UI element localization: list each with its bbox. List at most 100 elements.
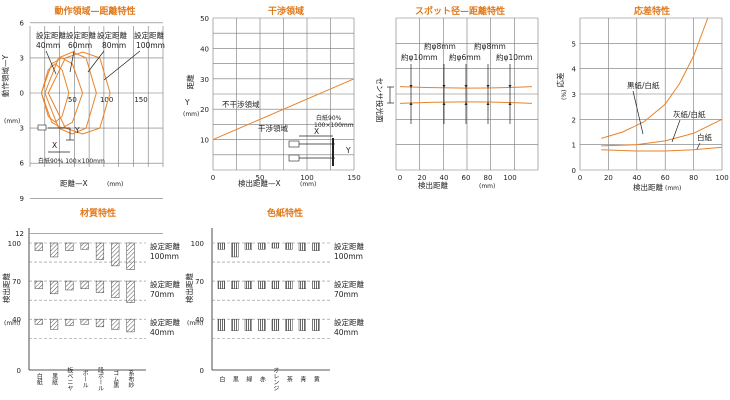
chart3-xtick: 60 [462, 174, 471, 182]
chart3-xunit: (mm) [479, 183, 495, 190]
chart5-bar [50, 318, 59, 330]
chart5-bar [95, 318, 105, 328]
chart1-inset-y: Y [74, 126, 80, 135]
chart6-bar [217, 280, 225, 289]
chart5-ylabel: 検出距離 [1, 273, 11, 303]
chart1-ytick: 3 [20, 125, 24, 133]
chart3-xtick: 80 [484, 174, 493, 182]
chart6-bar [271, 318, 279, 331]
chart-material: 材質特性 10070400白紙黒紙板ベニヤボール段ボールゴム黒系布紗設定距離10… [1, 207, 180, 391]
chart5-bar [111, 242, 120, 267]
chart5-ytick: 100 [8, 240, 21, 248]
chart5-category-label: 段ボール [96, 366, 103, 391]
chart1-xunit: (mm) [107, 181, 123, 188]
chart6-bar [298, 318, 306, 331]
chart6-category-label: 白 [218, 375, 225, 383]
chart2-xunit: (mm) [300, 181, 316, 188]
chart6-category-label: 赤 [258, 376, 265, 382]
chart2-label-nointerference: 不干渉領域 [222, 99, 260, 109]
chart1-ticks: 1296303691250100150 [15, 19, 148, 238]
chart5-setting-label: 設定距離 [150, 241, 180, 251]
chart6-bar [217, 318, 225, 331]
chart5-setting-value: 70mm [150, 290, 174, 299]
chart6-bar [312, 280, 320, 289]
chart1-ytick: 6 [20, 19, 25, 27]
chart1-ylabel: 動作領域—Y [0, 55, 10, 97]
chart4-yunit: (%) [561, 90, 568, 100]
chart4-ytick: 0 [572, 167, 576, 175]
chart3-xtick: 100 [503, 174, 516, 182]
chart4-xunit: (mm) [665, 185, 681, 192]
chart6-bar [244, 242, 252, 250]
chart5-category-label: 板ベニヤ [66, 366, 73, 391]
chart6-setting-value: 40mm [334, 328, 358, 337]
chart2-yunit: (mm) [183, 111, 199, 118]
chart2-xtick: 0 [211, 174, 215, 182]
chart5-ytick: 0 [17, 367, 21, 375]
chart5-setting-value: 40mm [150, 328, 174, 337]
chart6-bar [285, 242, 293, 250]
chart1-xlabel: 距離—X [60, 178, 88, 188]
chart6-bar [298, 280, 306, 289]
chart2-ysub: Y [184, 98, 190, 107]
chart2-inset-y: Y [345, 146, 351, 155]
chart6-bar [244, 280, 252, 289]
chart3-xtick: 0 [398, 174, 402, 182]
chart6-bar [271, 242, 279, 249]
chart3-spot-5: 約φ10mm [496, 52, 533, 62]
chart6-setting-value: 100mm [334, 252, 363, 261]
chart6-setting-value: 70mm [334, 290, 358, 299]
chart5-ytick: 70 [12, 278, 21, 286]
chart1-ytick: 3 [20, 54, 24, 62]
chart4-xtick: 60 [661, 174, 670, 182]
chart5-bar [65, 280, 74, 291]
chart6-ytick: 40 [195, 316, 204, 324]
chart5-bars [34, 242, 135, 333]
chart2-label-interference: 干渉領域 [258, 123, 288, 133]
chart3-title: スポット径—距離特性 [415, 5, 505, 17]
chart3-spot-2: 約φ8mm [474, 41, 506, 51]
chart5-bar [126, 242, 135, 270]
chart2-xtick: 50 [256, 174, 265, 182]
chart6-bar [271, 280, 279, 289]
chart3-spot-arrow [409, 85, 413, 88]
chart6-yunit: (mm) [187, 320, 203, 327]
chart4-xtick: 100 [715, 174, 728, 182]
chart6-category-label: 緑 [245, 375, 252, 382]
chart2-ytick: 40 [200, 45, 209, 53]
chart1-legend-1b: 40mm [36, 41, 60, 50]
chart1-title: 動作領域—距離特性 [54, 5, 135, 17]
chart4-curves [601, 17, 723, 152]
chart5-category-label: 系布紗 [127, 369, 134, 388]
chart5-setting-label: 設定距離 [150, 279, 180, 289]
chart1-series-curve [40, 57, 84, 129]
chart3-spot-arrow [486, 102, 490, 105]
chart-color-paper: 色紙特性 10070400白黒緑赤オレンジ茶青黄設定距離100mm設定距離70m… [184, 207, 364, 391]
chart2-ytick: 20 [200, 106, 209, 114]
chart1-legend-3a: 設定距離 [97, 30, 127, 40]
chart6-ylabel: 検出距離 [184, 273, 194, 303]
chart1-xtick: 100 [100, 96, 113, 104]
chart1-legend-3b: 80mm [102, 41, 126, 50]
chart5-bar [111, 318, 120, 330]
chart5-bar [65, 242, 74, 251]
chart4-series-curve [601, 146, 723, 152]
chart1-legend-2b: 60mm [68, 41, 92, 50]
chart5-ytick: 40 [12, 316, 21, 324]
chart2-ytick: 10 [200, 137, 209, 145]
chart3-grid [387, 17, 539, 171]
chart3-spot-arrow [442, 102, 446, 105]
chart4-ytick: 5 [572, 40, 576, 48]
chart2-ytick: 30 [200, 76, 209, 84]
chart3-xtick: 20 [418, 174, 427, 182]
chart-operating-range: 動作領域—距離特性 1296303691250100150 動作領域—Y (mm… [0, 5, 165, 238]
chart2-inset-note2: 100×100mm [314, 122, 354, 129]
chart3-ylabel: センサ投光面 [375, 78, 385, 123]
chart2-inset-note1: 白紙90% [316, 114, 342, 122]
chart1-legend-2a: 設定距離 [66, 30, 96, 40]
chart5-category-label: 黒紙 [51, 373, 58, 386]
chart6-bar [312, 242, 320, 251]
chart1-legend-4a: 設定距離 [134, 30, 164, 40]
chart3-spot-1: 約φ8mm [424, 41, 456, 51]
chart4-series-curve [601, 17, 709, 139]
